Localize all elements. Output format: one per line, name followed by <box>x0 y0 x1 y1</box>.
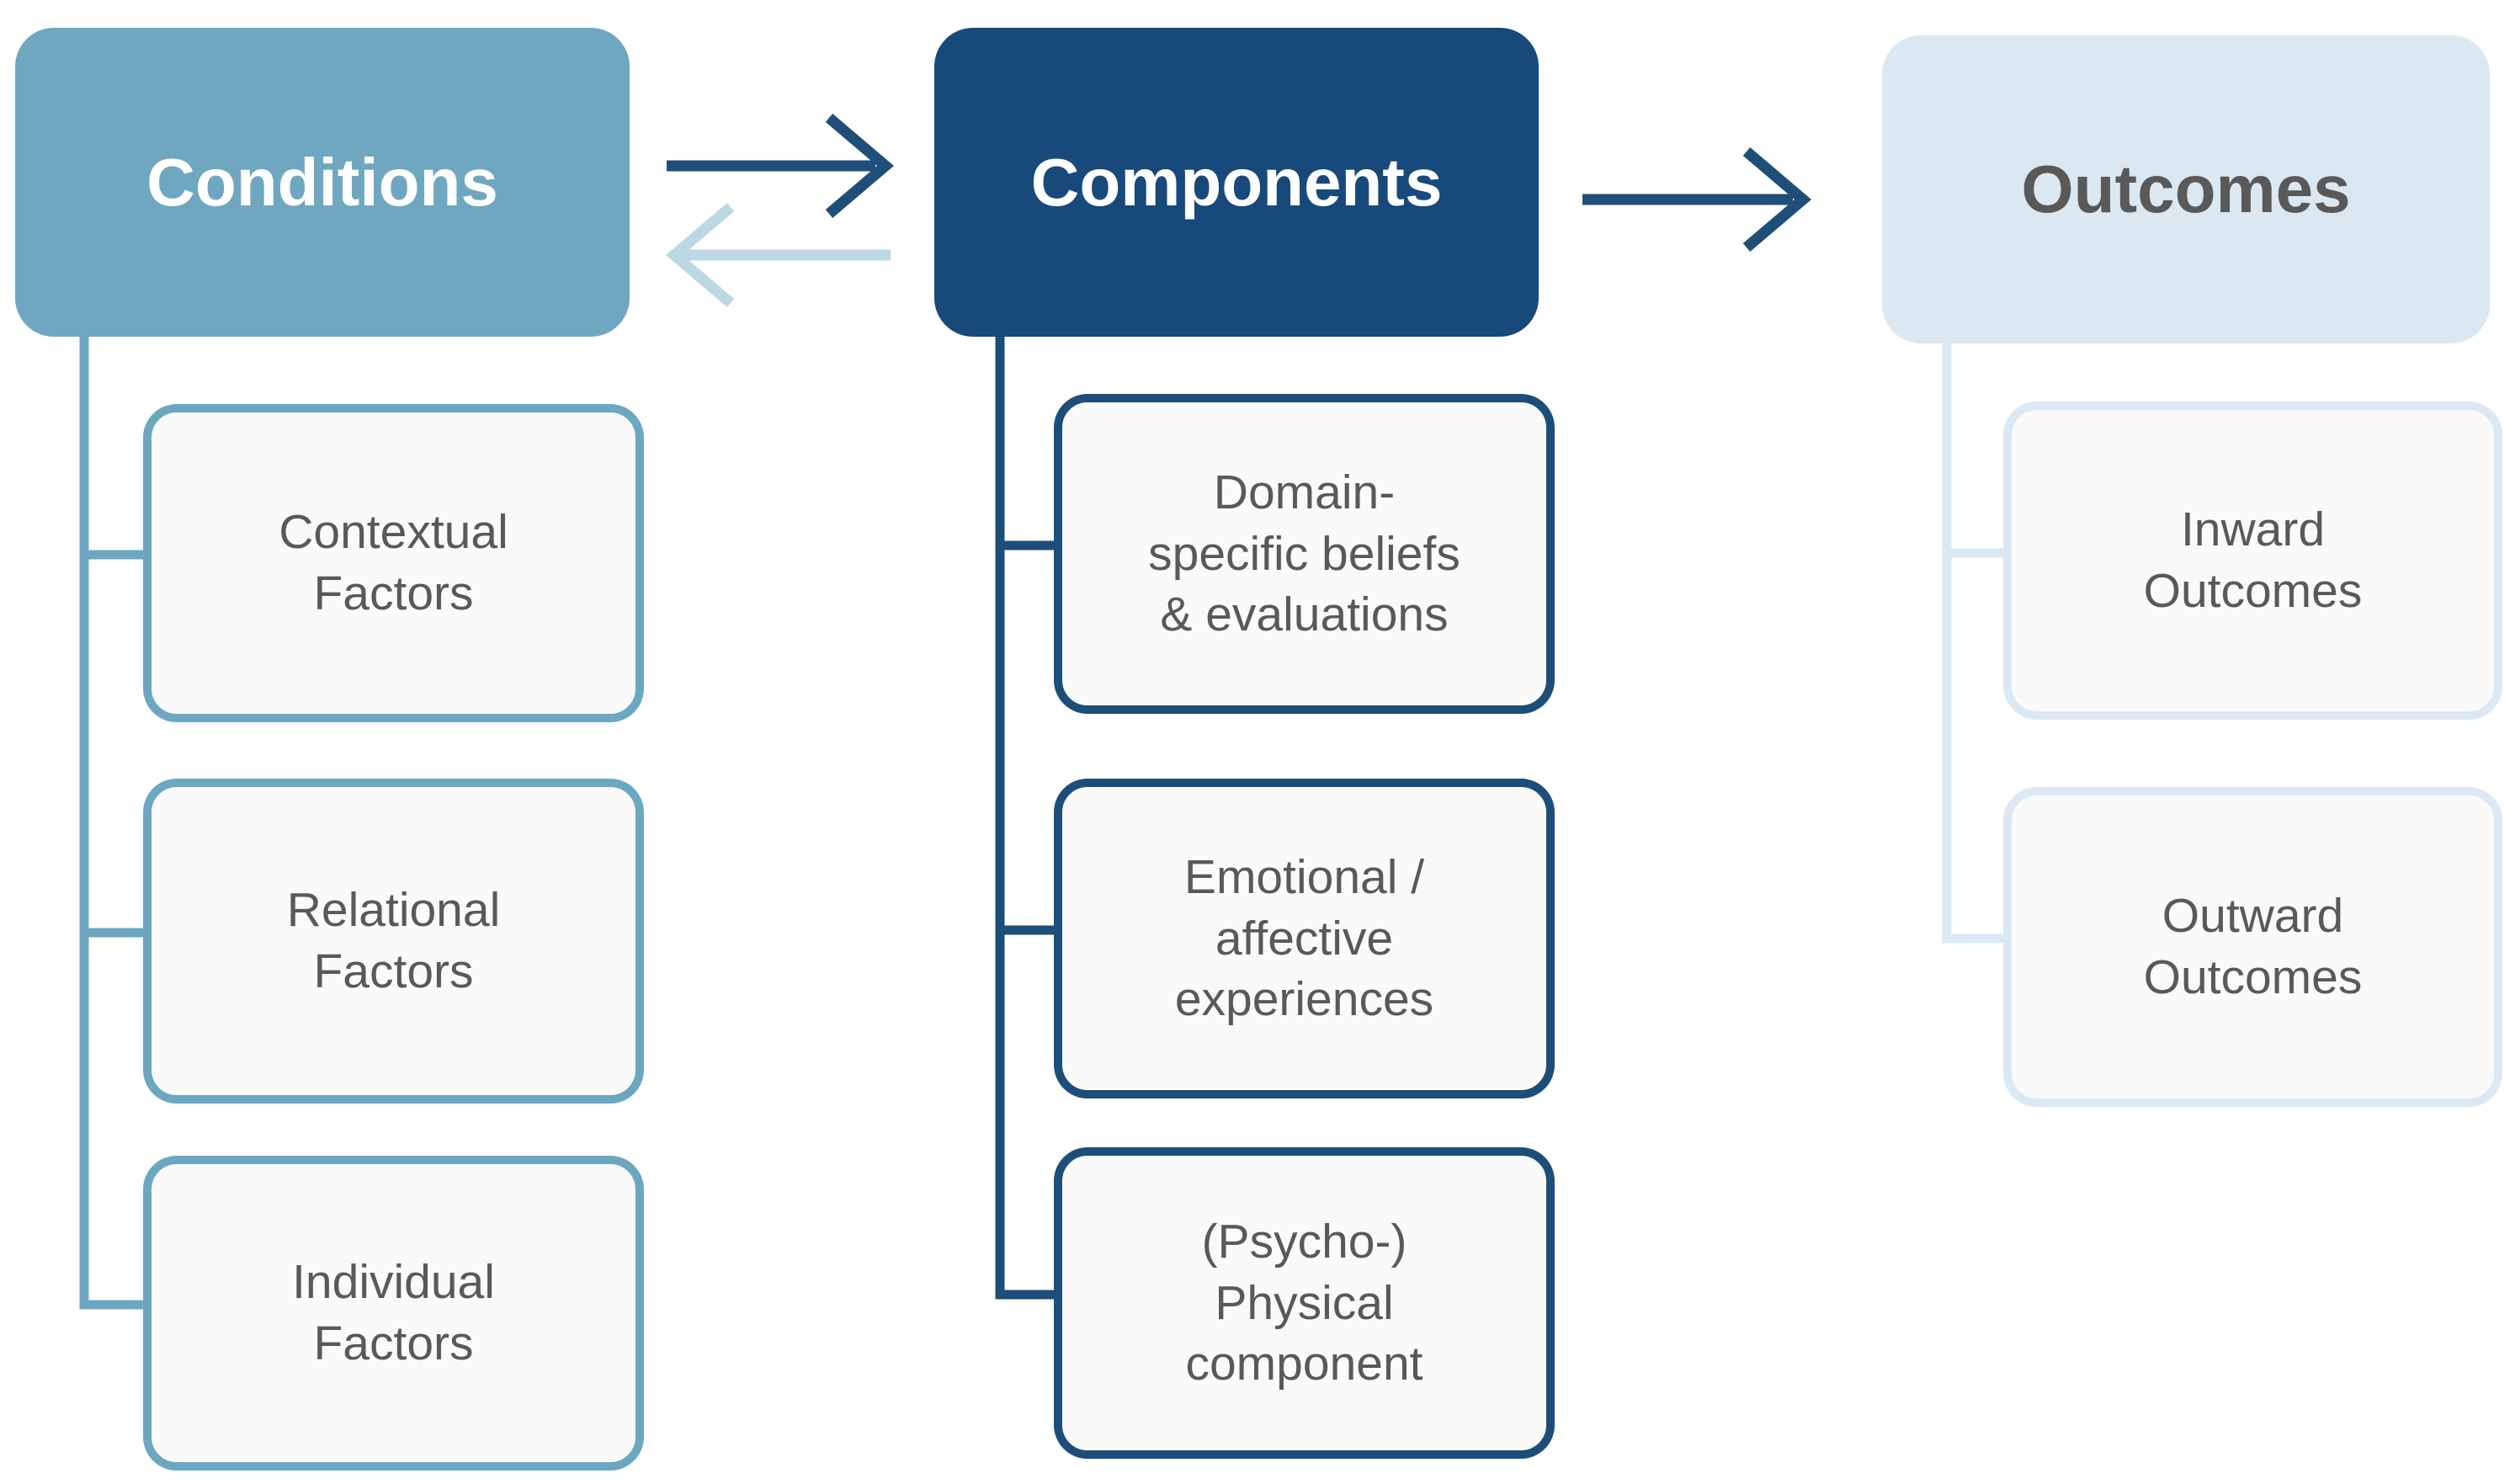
connector-line <box>79 333 146 1310</box>
emotional-affective-box: Emotional / affective experiences <box>1054 779 1555 1098</box>
emotional-affective-label: Emotional / affective experiences <box>1174 849 1434 1027</box>
individual-factors-label: Individual Factors <box>292 1255 495 1370</box>
components-connectors <box>995 335 1056 1300</box>
outcomes-connectors <box>1942 342 2006 944</box>
individual-factors-box: Individual Factors <box>143 1156 644 1471</box>
conditions-header-label: Conditions <box>146 144 498 220</box>
connector-line <box>995 335 1056 1300</box>
conditions-to-components-arrow <box>667 114 895 218</box>
outcomes-header-label: Outcomes <box>2021 152 2351 226</box>
arrow-head-icon <box>825 114 895 218</box>
components-to-conditions-arrow <box>665 203 891 307</box>
inward-outcomes-label: Inward Outcomes <box>2143 503 2363 618</box>
domain-specific-beliefs-label: Domain- specific beliefs & evaluations <box>1148 465 1460 642</box>
psycho-physical-box: (Psycho-) Physical component <box>1054 1147 1555 1459</box>
conditions-header-box: Conditions <box>15 28 630 337</box>
contextual-factors-label: Contextual Factors <box>279 505 508 620</box>
psycho-physical-label: (Psycho-) Physical component <box>1185 1214 1423 1391</box>
outward-outcomes-box: Outward Outcomes <box>2003 787 2502 1107</box>
outward-outcomes-label: Outward Outcomes <box>2143 889 2363 1004</box>
conditions-connectors <box>79 333 146 1310</box>
relational-factors-label: Relational Factors <box>286 883 501 998</box>
components-to-outcomes-arrow <box>1582 147 1812 252</box>
relational-factors-box: Relational Factors <box>143 779 644 1104</box>
components-header-label: Components <box>1030 144 1443 220</box>
connector-line <box>1942 342 2006 944</box>
contextual-factors-box: Contextual Factors <box>143 404 644 722</box>
domain-specific-beliefs-box: Domain- specific beliefs & evaluations <box>1054 394 1555 714</box>
inward-outcomes-box: Inward Outcomes <box>2003 402 2502 720</box>
outcomes-header-box: Outcomes <box>1882 35 2490 343</box>
arrow-head-icon <box>665 203 735 307</box>
components-header-box: Components <box>934 28 1539 337</box>
arrow-head-icon <box>1742 147 1812 252</box>
